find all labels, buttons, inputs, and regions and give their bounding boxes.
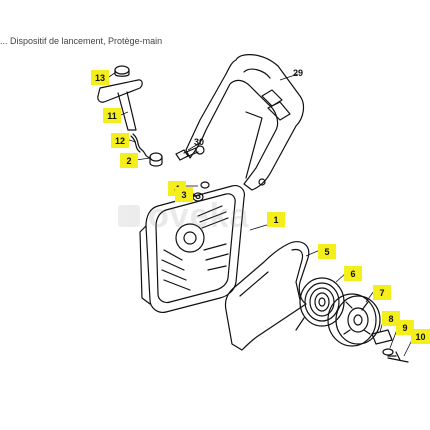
fan-housing-drawing [139, 185, 245, 313]
label-30: 30 [194, 137, 205, 147]
callout-8[interactable]: 8 [382, 311, 400, 326]
rope-rotor-drawing [327, 293, 381, 347]
leader-lines [108, 71, 415, 357]
pawl-drawing [371, 329, 393, 345]
callout-3[interactable]: 3 [175, 187, 193, 202]
spring-clip-drawing [382, 348, 394, 356]
callout-7[interactable]: 7 [373, 285, 391, 300]
starter-handle-drawing [97, 65, 143, 131]
callout-1[interactable]: 1 [267, 212, 285, 227]
callout-2[interactable]: 2 [120, 153, 138, 168]
starter-rope-drawing [130, 133, 151, 159]
callout-11[interactable]: 11 [103, 108, 121, 123]
callout-5[interactable]: 5 [318, 244, 336, 259]
callout-10[interactable]: 10 [411, 329, 430, 344]
callout-6[interactable]: 6 [344, 266, 362, 281]
screw-10-drawing [387, 351, 409, 363]
deflector-drawing [224, 241, 310, 351]
washer-drawing [192, 181, 210, 202]
rewind-spring-drawing [295, 277, 345, 331]
rope-guide-bush-drawing [149, 152, 163, 167]
hand-guard-drawing [185, 54, 305, 191]
screw-drawing [175, 147, 199, 161]
callout-12[interactable]: 12 [111, 133, 129, 148]
label-29: 29 [293, 68, 304, 78]
header-title: ... Dispositif de lancement, Protège-mai… [0, 36, 163, 46]
callout-9[interactable]: 9 [396, 320, 414, 335]
callout-13[interactable]: 13 [91, 70, 109, 85]
